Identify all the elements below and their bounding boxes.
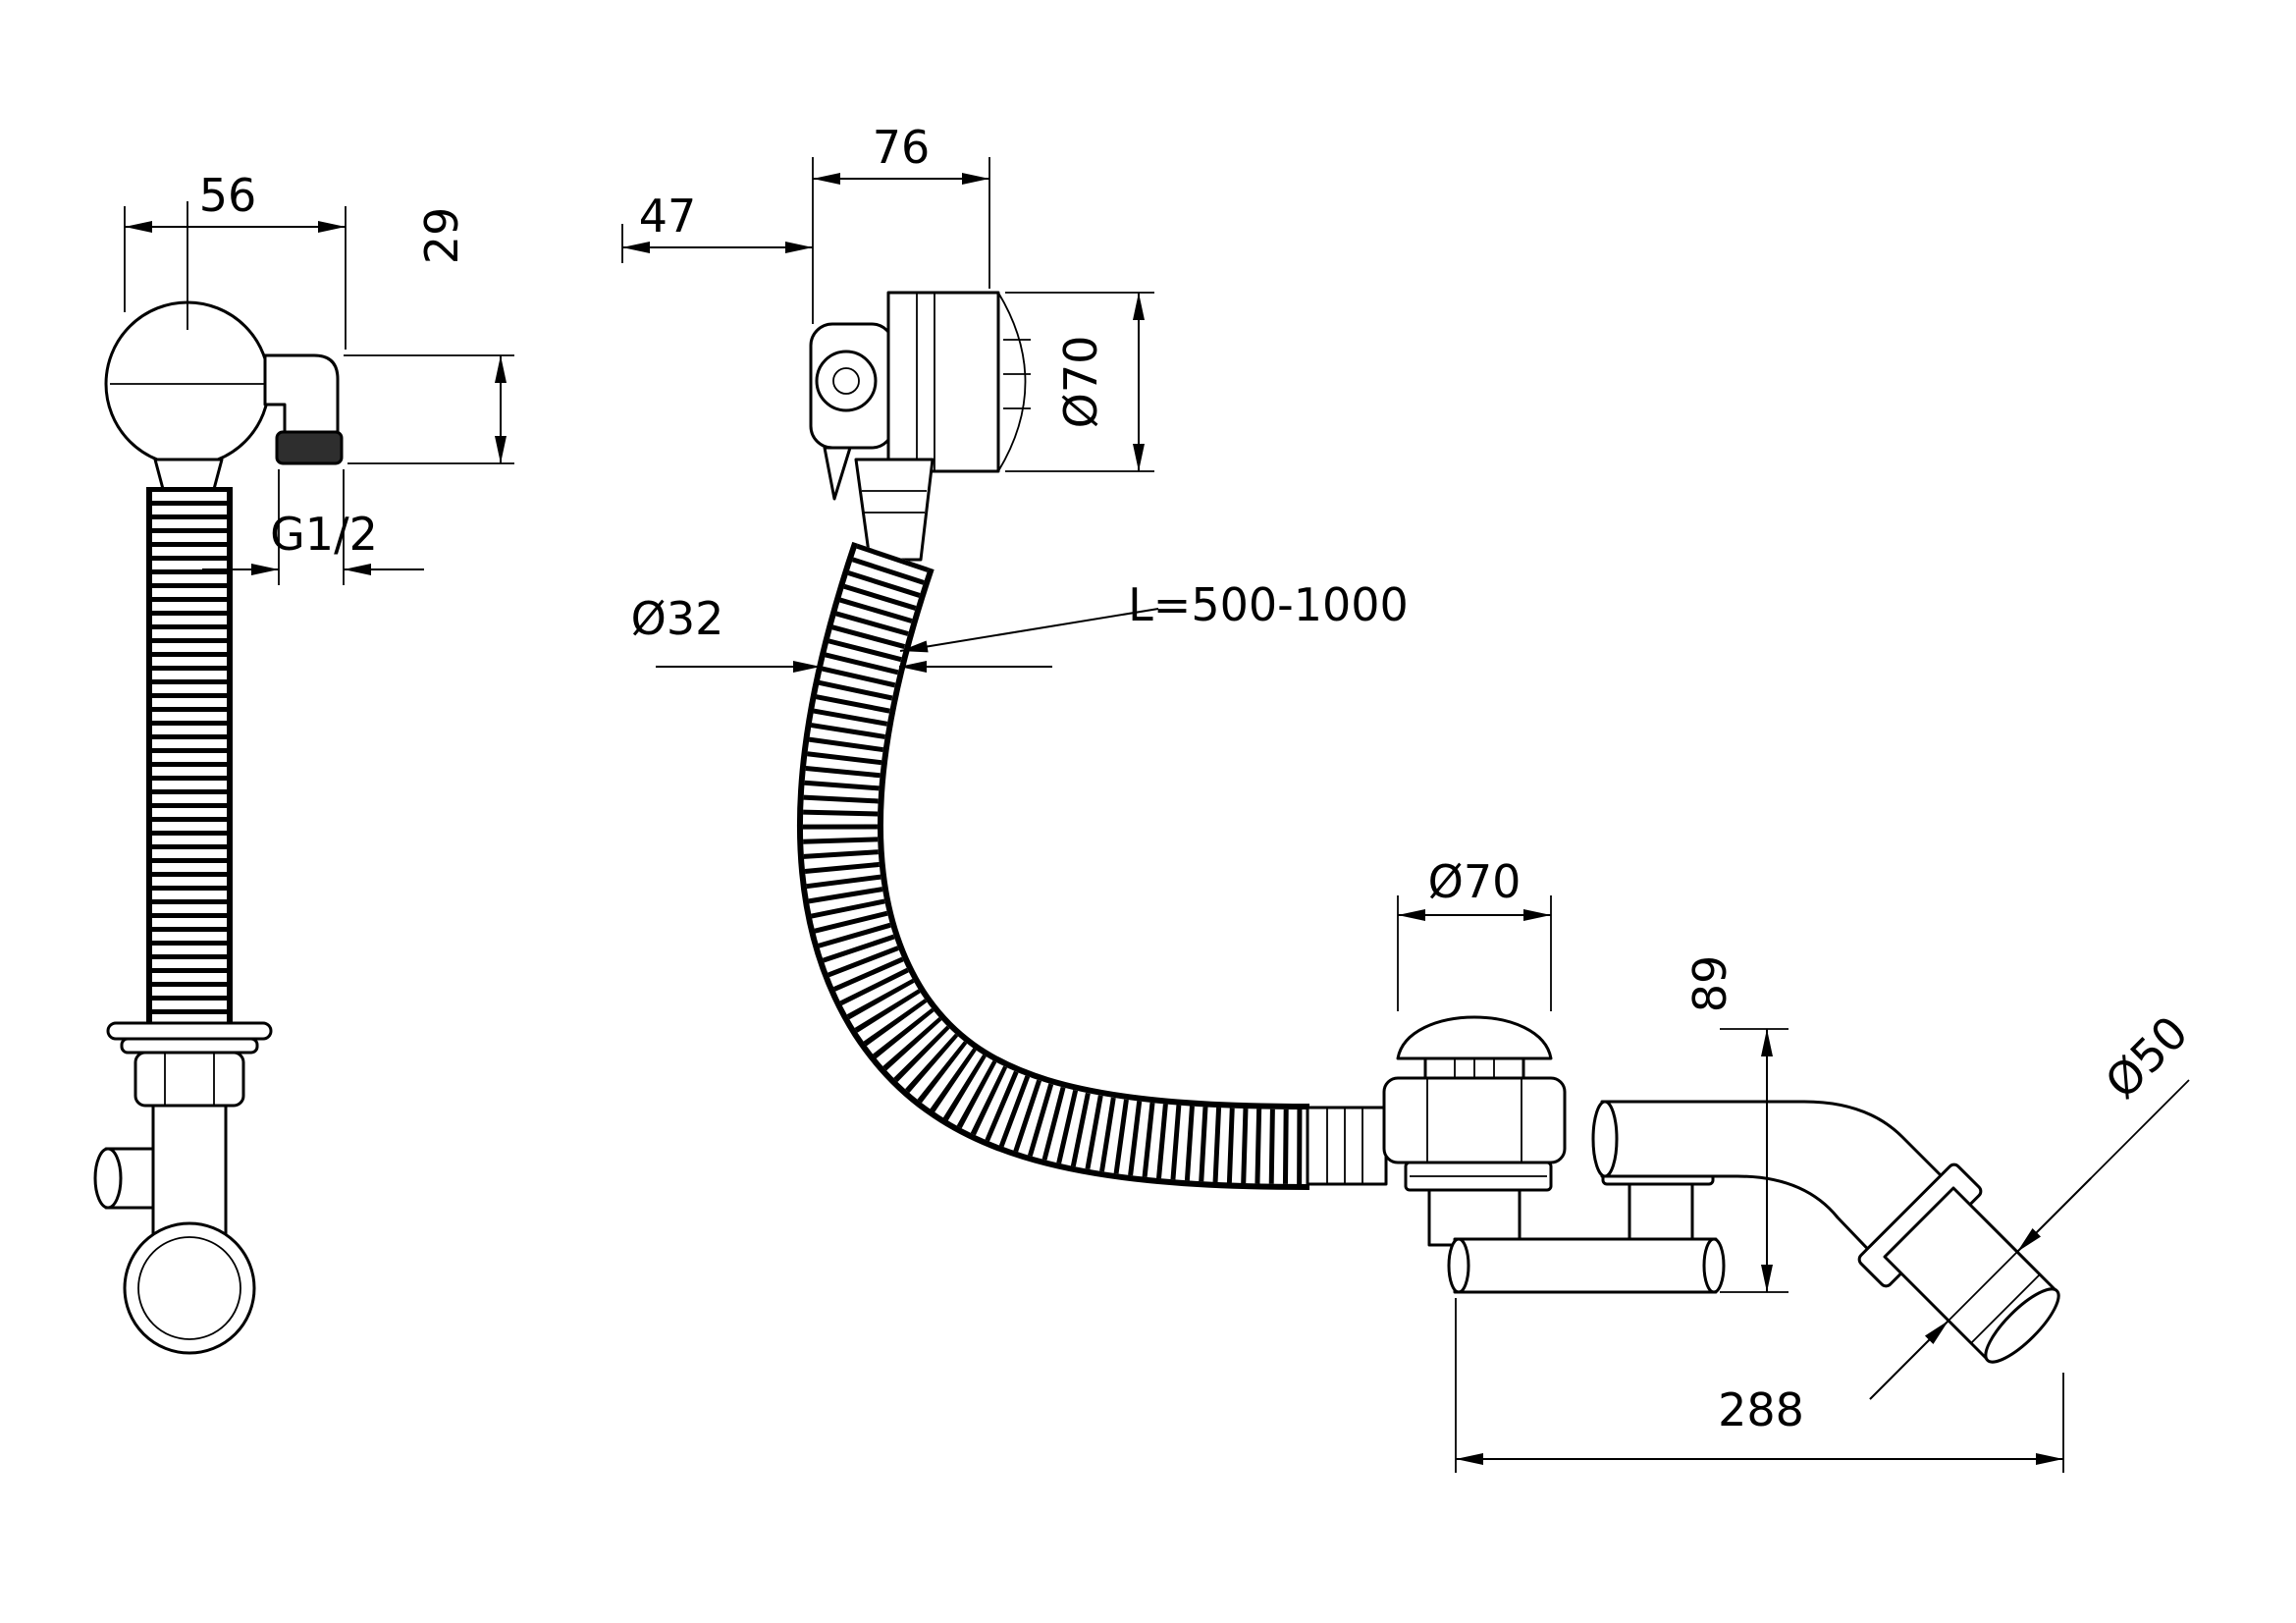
waste-body-nut: [1382, 1076, 1567, 1164]
dim-label-d50: Ø50: [2095, 1005, 2198, 1109]
rosette-neck-front: [153, 458, 224, 491]
dim-rosette-diameter: Ø70: [1005, 292, 1154, 472]
waste-plug-assembly: [1382, 1015, 1567, 1247]
outlet-elbow: [1591, 1100, 2060, 1364]
dim-label-76: 76: [873, 121, 931, 174]
dim-label-29: 29: [415, 207, 468, 265]
dim-body-width: 76: [812, 121, 990, 324]
dim-front-width: 56: [124, 169, 347, 350]
dim-label-d70-side: Ø70: [1054, 336, 1107, 429]
side-view: 76 47 Ø70 Ø32 L=500-1000: [621, 121, 1409, 1190]
thread-cap: [275, 430, 344, 465]
dim-overall-length: 288: [1455, 1298, 2064, 1473]
overflow-body-side: [809, 291, 1031, 562]
plug-dome-cap: [1396, 1015, 1553, 1060]
dim-hose-length: L=500-1000: [899, 578, 1409, 653]
dim-plug-diameter: Ø70: [1397, 855, 1552, 1011]
dim-label-d32: Ø32: [631, 592, 724, 645]
dim-label-288: 288: [1718, 1383, 1804, 1436]
dim-outlet-height: 89: [1683, 955, 1789, 1293]
dim-label-47: 47: [639, 189, 697, 243]
dim-label-g12: G1/2: [270, 508, 378, 561]
horizontal-drain-pipe: [1447, 1237, 1726, 1294]
hinge-pin: [815, 350, 878, 412]
dim-elbow-drop: 29: [344, 207, 514, 464]
dim-hose-diameter: Ø32: [631, 592, 1052, 673]
dim-label-89: 89: [1683, 955, 1736, 1013]
dim-body-depth: 47: [621, 189, 813, 263]
rosette-cylinder: [886, 291, 1000, 473]
dim-thread: G1/2: [202, 469, 424, 585]
hose-connection-nut: [1306, 1106, 1388, 1186]
dim-label-56: 56: [199, 169, 257, 222]
drain-assembly-view: Ø70 89 Ø50 288: [1306, 855, 2198, 1473]
outlet-opening-front: [123, 1221, 256, 1355]
dim-label-d70-drain: Ø70: [1428, 855, 1522, 908]
hose-union-nut: [854, 458, 934, 562]
outlet-end-cap: [1984, 1287, 2060, 1364]
front-view: 56 29 G1/2: [93, 169, 514, 1355]
overflow-elbow-front: [263, 353, 340, 434]
flex-hose-side: [796, 541, 1310, 1190]
dim-label-length: L=500-1000: [1128, 578, 1409, 631]
waste-front: [93, 1021, 273, 1355]
